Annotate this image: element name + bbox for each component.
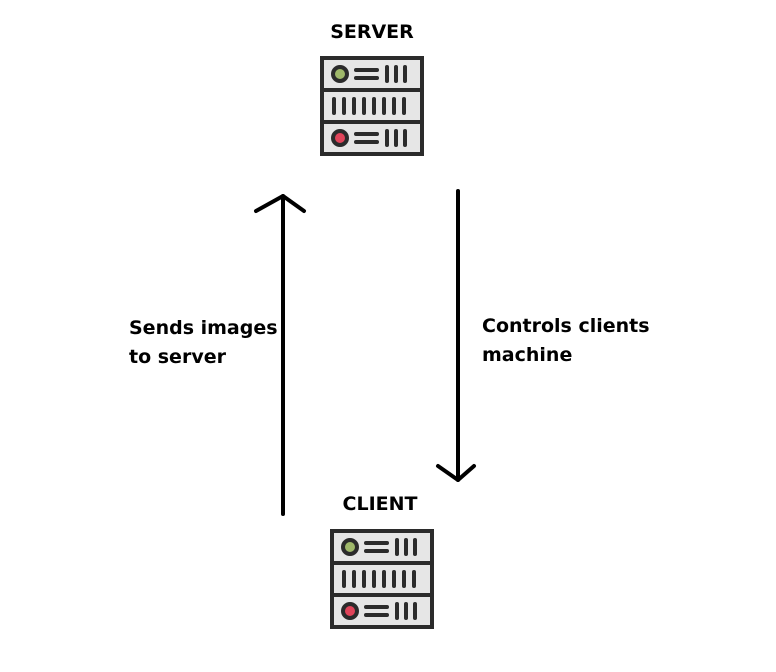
sends-images-label-line1: Sends images [129,317,278,339]
controls-clients-label-line2: machine [482,344,573,366]
down-arrow [436,189,476,482]
client-rack-icon [330,529,434,629]
client-label: CLIENT [342,493,418,515]
sends-images-label: Sends images to server [129,314,278,372]
controls-clients-label: Controls clients machine [482,312,650,370]
controls-clients-label-line1: Controls clients [482,315,650,337]
server-rack-icon [320,56,424,156]
up-arrow [254,194,306,516]
sends-images-label-line2: to server [129,346,226,368]
server-label: SERVER [330,21,414,43]
